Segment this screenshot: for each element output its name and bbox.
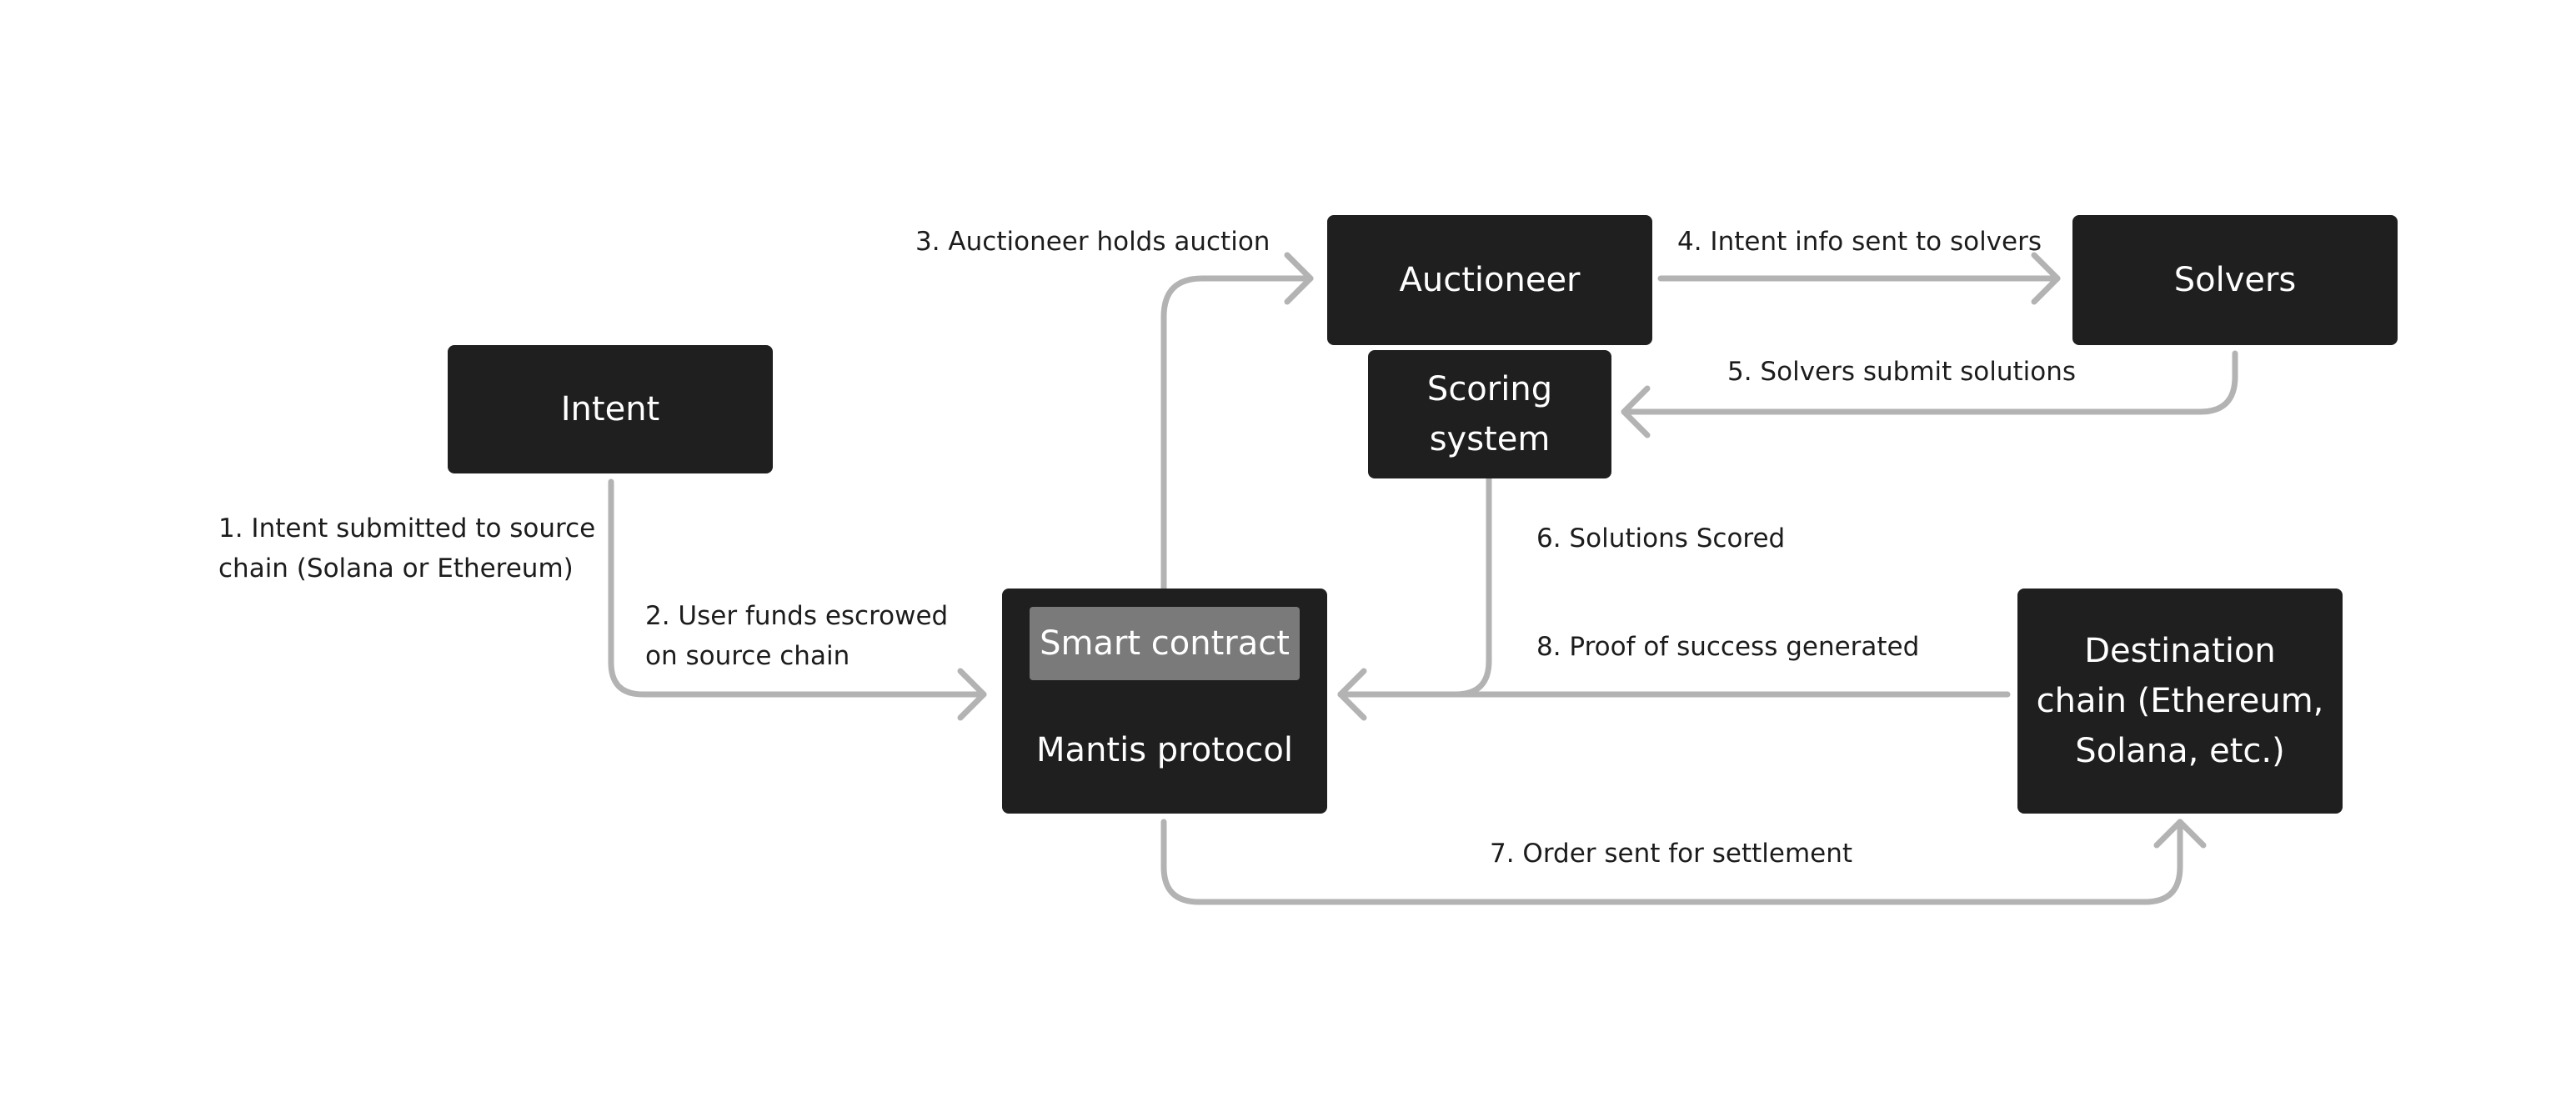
arrow-intent-to-mantis	[608, 478, 987, 698]
step-2-line1: 2. User funds escrowed	[645, 601, 949, 631]
step-2-label: 2. User funds escrowed on source chain	[645, 596, 948, 676]
solvers-box: Solvers	[2072, 215, 2398, 345]
destination-label-line1: Destination	[2084, 632, 2276, 670]
arrowhead-into-scoring	[1621, 385, 1651, 438]
step-3-label: 3. Auctioneer holds auction	[915, 227, 1270, 257]
mantis-protocol-box: Smart contract Mantis protocol	[1002, 589, 1327, 814]
step-4-label: 4. Intent info sent to solvers	[1677, 227, 2042, 257]
arrow-solvers-to-scoring	[1621, 350, 2238, 415]
destination-label-line2: chain (Ethereum,	[2036, 682, 2324, 720]
scoring-system-box: Scoring system	[1368, 350, 1611, 478]
smart-contract-box: Smart contract	[1030, 607, 1300, 680]
step-7-label: 7. Order sent for settlement	[1490, 839, 1853, 869]
step-1-line1: 1. Intent submitted to source	[218, 513, 596, 543]
destination-label-line3: Solana, etc.)	[2075, 732, 2285, 770]
step-2-line2: on source chain	[645, 641, 850, 671]
arrow-mantis-to-auctioneer	[1160, 275, 1314, 592]
arrow-mantis-to-destination	[1160, 819, 2183, 905]
step-1-label: 1. Intent submitted to source chain (Sol…	[218, 508, 595, 589]
auctioneer-label: Auctioneer	[1399, 261, 1581, 299]
intent-label: Intent	[560, 390, 660, 428]
scoring-label-line1: Scoring	[1426, 370, 1553, 408]
mantis-protocol-label: Mantis protocol	[1036, 731, 1293, 769]
arrowhead-into-destination	[2153, 819, 2207, 849]
arrowhead-into-auctioneer	[1284, 252, 1314, 305]
step-5-label: 5. Solvers submit solutions	[1727, 357, 2077, 387]
step-6-label: 6. Solutions Scored	[1536, 523, 1786, 554]
arrow-scoring-to-mantis	[1337, 475, 1492, 698]
destination-chain-box: Destination chain (Ethereum, Solana, etc…	[2017, 589, 2343, 814]
step-1-line2: chain (Solana or Ethereum)	[218, 554, 574, 584]
intent-box: Intent	[448, 345, 773, 473]
smart-contract-label: Smart contract	[1040, 624, 1290, 663]
arrowhead-into-mantis-right	[1337, 668, 1367, 721]
solvers-label: Solvers	[2173, 261, 2297, 299]
auctioneer-box: Auctioneer	[1327, 215, 1652, 345]
arrowhead-into-mantis-left	[957, 668, 987, 721]
arrowhead-into-solvers	[2031, 252, 2061, 305]
scoring-label-line2: system	[1429, 420, 1551, 458]
step-8-label: 8. Proof of success generated	[1536, 632, 1920, 662]
